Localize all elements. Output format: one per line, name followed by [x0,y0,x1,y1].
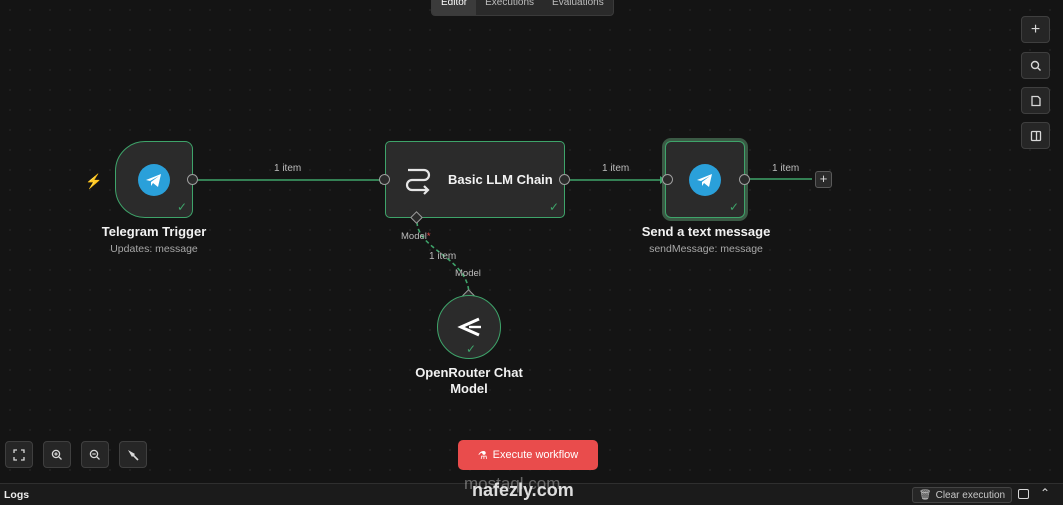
fit-view-button[interactable] [5,441,33,468]
zoom-in-button[interactable] [43,441,71,468]
logs-bar[interactable]: Logs 🗑 Clear execution ⌃ [0,483,1063,505]
add-next-node-button[interactable]: + [815,171,832,188]
telegram-icon [138,164,170,196]
basic-llm-chain-node[interactable]: Basic LLM Chain ✓ [385,141,565,218]
chain-icon [405,168,431,195]
success-check-icon: ✓ [465,342,476,356]
telegram-icon [689,164,721,196]
tab-executions[interactable]: Executions [485,0,535,8]
model-port-label: Model [455,268,481,279]
send-text-message-title: Send a text message [641,224,771,239]
tab-evaluations[interactable]: Evaluations [552,0,604,8]
basic-llm-chain-title: Basic LLM Chain [448,172,553,187]
execute-workflow-label: Execute workflow [492,449,579,461]
success-check-icon: ✓ [548,200,559,214]
trigger-bolt-icon: ⚡ [85,173,103,189]
edge-label-send-out: 1 item [772,163,800,174]
chevron-up-icon[interactable]: ⌃ [1040,486,1051,500]
pop-out-logs-button[interactable] [1018,489,1029,499]
success-check-icon: ✓ [728,200,739,214]
chain-output-port[interactable] [559,174,570,185]
fit-view-icon [13,448,25,461]
watermark-nafezly: nafezly.com [472,480,574,500]
trash-icon: 🗑 [918,489,932,501]
send-output-port[interactable] [739,174,750,185]
edge-label-chain-send: 1 item [602,163,630,174]
plus-icon: + [819,171,828,186]
zoom-out-icon [89,449,100,460]
telegram-trigger-node[interactable]: ✓ [115,141,193,218]
flask-icon: ⚗ [477,449,488,462]
tidy-up-icon [128,449,139,461]
search-nodes-button[interactable] [1021,52,1050,79]
logs-title: Logs [4,489,30,501]
send-text-message-node[interactable]: ✓ [665,141,745,218]
search-icon [1030,60,1041,71]
workflow-canvas[interactable]: Editor Executions Evaluations + ⚡ [0,0,1063,483]
zoom-in-icon [51,449,62,460]
connections-layer [198,176,812,295]
send-input-port[interactable] [662,174,673,185]
clear-execution-label: Clear execution [935,489,1006,501]
watermark-mostaql: mostaql.com [464,474,561,493]
add-node-button[interactable]: + [1021,16,1050,43]
openrouter-icon [457,317,481,337]
clear-execution-button[interactable]: 🗑 Clear execution [912,487,1012,503]
chain-input-port[interactable] [379,174,390,185]
edge-model-chain [416,221,470,295]
success-check-icon: ✓ [176,200,187,214]
chain-model-port-label: Model* [401,231,431,242]
plus-icon: + [1030,20,1041,38]
tidy-up-button[interactable] [119,441,147,468]
telegram-trigger-title: Telegram Trigger [101,224,207,239]
execute-workflow-button[interactable]: ⚗ Execute workflow [458,440,598,470]
zoom-out-button[interactable] [81,441,109,468]
send-text-message-subtitle: sendMessage: message [649,243,763,255]
add-sticky-button[interactable] [1021,87,1050,114]
edge-label-trigger-chain: 1 item [274,163,302,174]
trigger-output-port[interactable] [187,174,198,185]
tab-editor[interactable]: Editor [432,0,477,15]
toggle-panel-button[interactable] [1021,122,1050,149]
view-tabs: Editor Executions Evaluations [431,0,614,16]
panel-icon [1030,130,1041,141]
edge-label-model: 1 item [429,251,457,262]
openrouter-chat-model-node[interactable]: ✓ [437,295,501,359]
sticky-note-icon [1030,95,1041,106]
telegram-trigger-subtitle: Updates: message [110,243,198,255]
